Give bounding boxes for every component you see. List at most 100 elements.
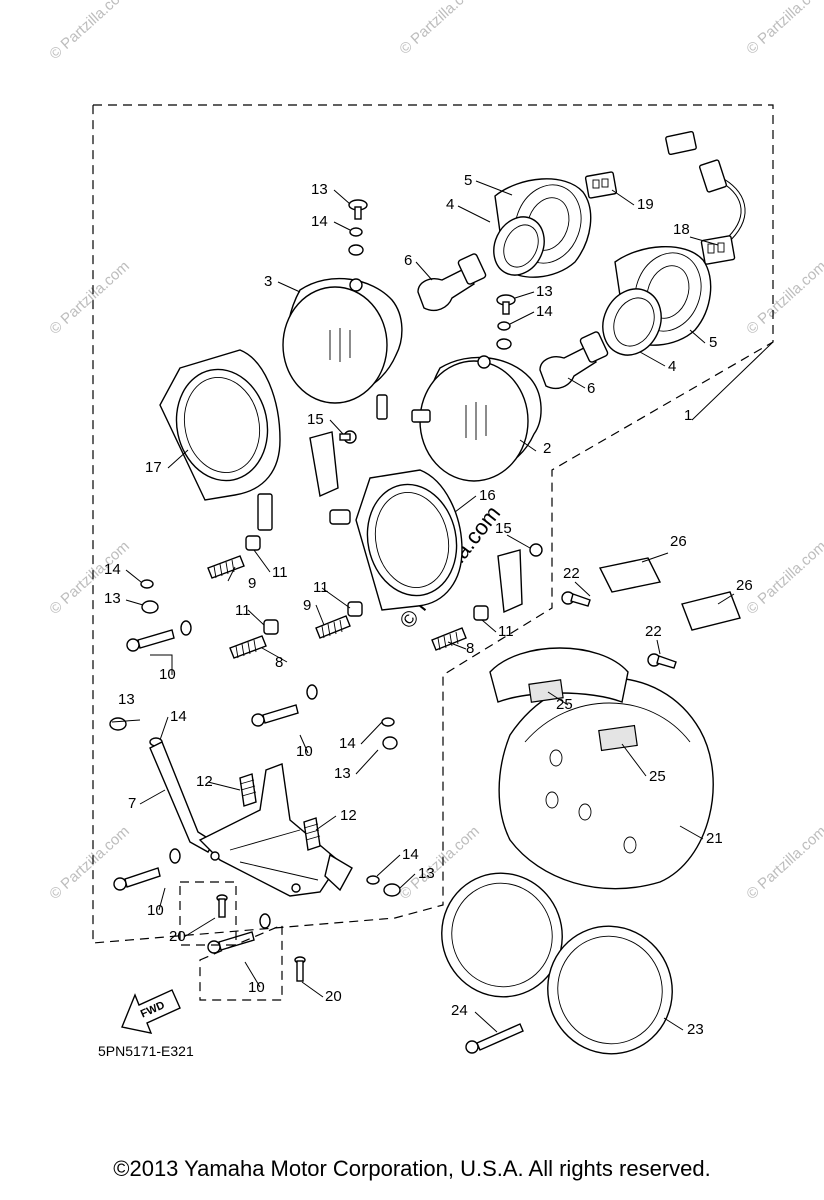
- callout-4: 4: [668, 358, 676, 375]
- bolt-20-b: [294, 956, 306, 982]
- callout-17: 17: [145, 459, 162, 476]
- bezel-ring-23: [441, 872, 673, 1055]
- leader-lines: [111, 180, 774, 1033]
- screw-13-center: [381, 717, 398, 750]
- assembly-boundary: [92, 104, 774, 944]
- spring-9-left: [207, 555, 245, 579]
- gasket-ring-4-lower: [602, 288, 662, 356]
- callout-22: 22: [645, 623, 662, 640]
- bolt-24: [465, 1023, 524, 1054]
- watermark-text: © Partzilla.com: [743, 258, 824, 338]
- callout-12: 12: [196, 773, 213, 790]
- callout-26: 26: [670, 533, 687, 550]
- headlight-2: [411, 355, 542, 482]
- callout-10: 10: [159, 666, 176, 683]
- callout-6: 6: [587, 380, 595, 397]
- watermark-text: © Partzilla.com: [46, 0, 132, 63]
- callout-14: 14: [170, 708, 187, 725]
- screw-13-right: [366, 875, 401, 897]
- callout-6: 6: [404, 252, 412, 269]
- callout-20: 20: [169, 928, 186, 945]
- gasket-ring-4-upper: [493, 216, 545, 276]
- callout-10: 10: [296, 743, 313, 760]
- screw-22-a: [561, 591, 591, 607]
- callout-4: 4: [446, 196, 454, 213]
- callout-18: 18: [673, 221, 690, 238]
- callout-14: 14: [311, 213, 328, 230]
- bulb-6-lower: [539, 331, 609, 390]
- callout-7: 7: [128, 795, 136, 812]
- callout-24: 24: [451, 1002, 468, 1019]
- mount-ring-16: [329, 469, 463, 611]
- callout-13: 13: [104, 590, 121, 607]
- headlight-cover-21: [489, 647, 714, 890]
- plate-26-a: [598, 557, 662, 593]
- bolt-20-a: [216, 894, 228, 918]
- callout-13: 13: [536, 283, 553, 300]
- callout-10: 10: [248, 979, 265, 996]
- watermark-text: © Partzilla.com: [396, 0, 482, 58]
- callout-15: 15: [495, 520, 512, 537]
- damper-25-b: [598, 724, 638, 752]
- callout-19: 19: [637, 196, 654, 213]
- plate-26-b: [681, 591, 741, 631]
- nut-11-c: [347, 601, 363, 617]
- bracket-15-upper: [309, 430, 357, 498]
- dashed-box-10-20: [179, 881, 237, 946]
- callout-5: 5: [464, 172, 472, 189]
- diagram-code: 5PN5171-E321: [98, 1043, 194, 1059]
- callout-15: 15: [307, 411, 324, 428]
- callout-13: 13: [311, 181, 328, 198]
- screw-13-mid: [496, 294, 516, 350]
- spring-8-left: [229, 635, 267, 659]
- callout-labels: 1234455667889910101010111111111212131313…: [104, 172, 753, 1038]
- callout-13: 13: [418, 865, 435, 882]
- spring-9-right: [315, 615, 351, 639]
- callout-13: 13: [334, 765, 351, 782]
- screw-13-bracket: [109, 717, 163, 747]
- callout-16: 16: [479, 487, 496, 504]
- nut-11-a: [245, 535, 261, 551]
- callout-2: 2: [543, 440, 551, 457]
- callout-14: 14: [536, 303, 553, 320]
- nut-11-b: [263, 619, 279, 635]
- callout-5: 5: [709, 334, 717, 351]
- watermark-text: © Partzilla.com: [46, 258, 132, 338]
- callout-8: 8: [275, 654, 283, 671]
- callout-25: 25: [556, 696, 573, 713]
- callout-26: 26: [736, 577, 753, 594]
- watermark-text: © Partzilla.com: [743, 538, 824, 618]
- watermark-text: © Partzilla.com: [743, 823, 824, 903]
- callout-3: 3: [264, 273, 272, 290]
- callout-10: 10: [147, 902, 164, 919]
- bracket-15-lower: [497, 543, 543, 614]
- mount-ring-17: [159, 349, 281, 531]
- stay-7: [149, 741, 215, 853]
- callout-20: 20: [325, 988, 342, 1005]
- wire-harness-18: [698, 159, 746, 265]
- callout-12: 12: [340, 807, 357, 824]
- callout-8: 8: [466, 640, 474, 657]
- callout-14: 14: [339, 735, 356, 752]
- callout-14: 14: [402, 846, 419, 863]
- fwd-arrow-icon: FWD: [121, 989, 181, 1034]
- headlight-3: [282, 277, 403, 420]
- watermark-text: © Partzilla.com: [743, 0, 824, 58]
- callout-9: 9: [248, 575, 256, 592]
- callout-1: 1: [684, 407, 692, 424]
- callout-11: 11: [272, 564, 288, 581]
- callout-14: 14: [104, 561, 121, 578]
- callout-25: 25: [649, 768, 666, 785]
- bolt-10-c: [113, 848, 181, 891]
- screw-13-left: [140, 579, 159, 614]
- copyright-notice: ©2013 Yamaha Motor Corporation, U.S.A. A…: [113, 1156, 711, 1181]
- screw-13-upper: [348, 199, 368, 256]
- callout-21: 21: [706, 830, 723, 847]
- callout-23: 23: [687, 1021, 704, 1038]
- callout-22: 22: [563, 565, 580, 582]
- spring-8-right: [431, 627, 467, 651]
- callout-11: 11: [313, 579, 329, 596]
- bulb-6-upper: [417, 253, 487, 312]
- bolt-10-a: [126, 620, 192, 652]
